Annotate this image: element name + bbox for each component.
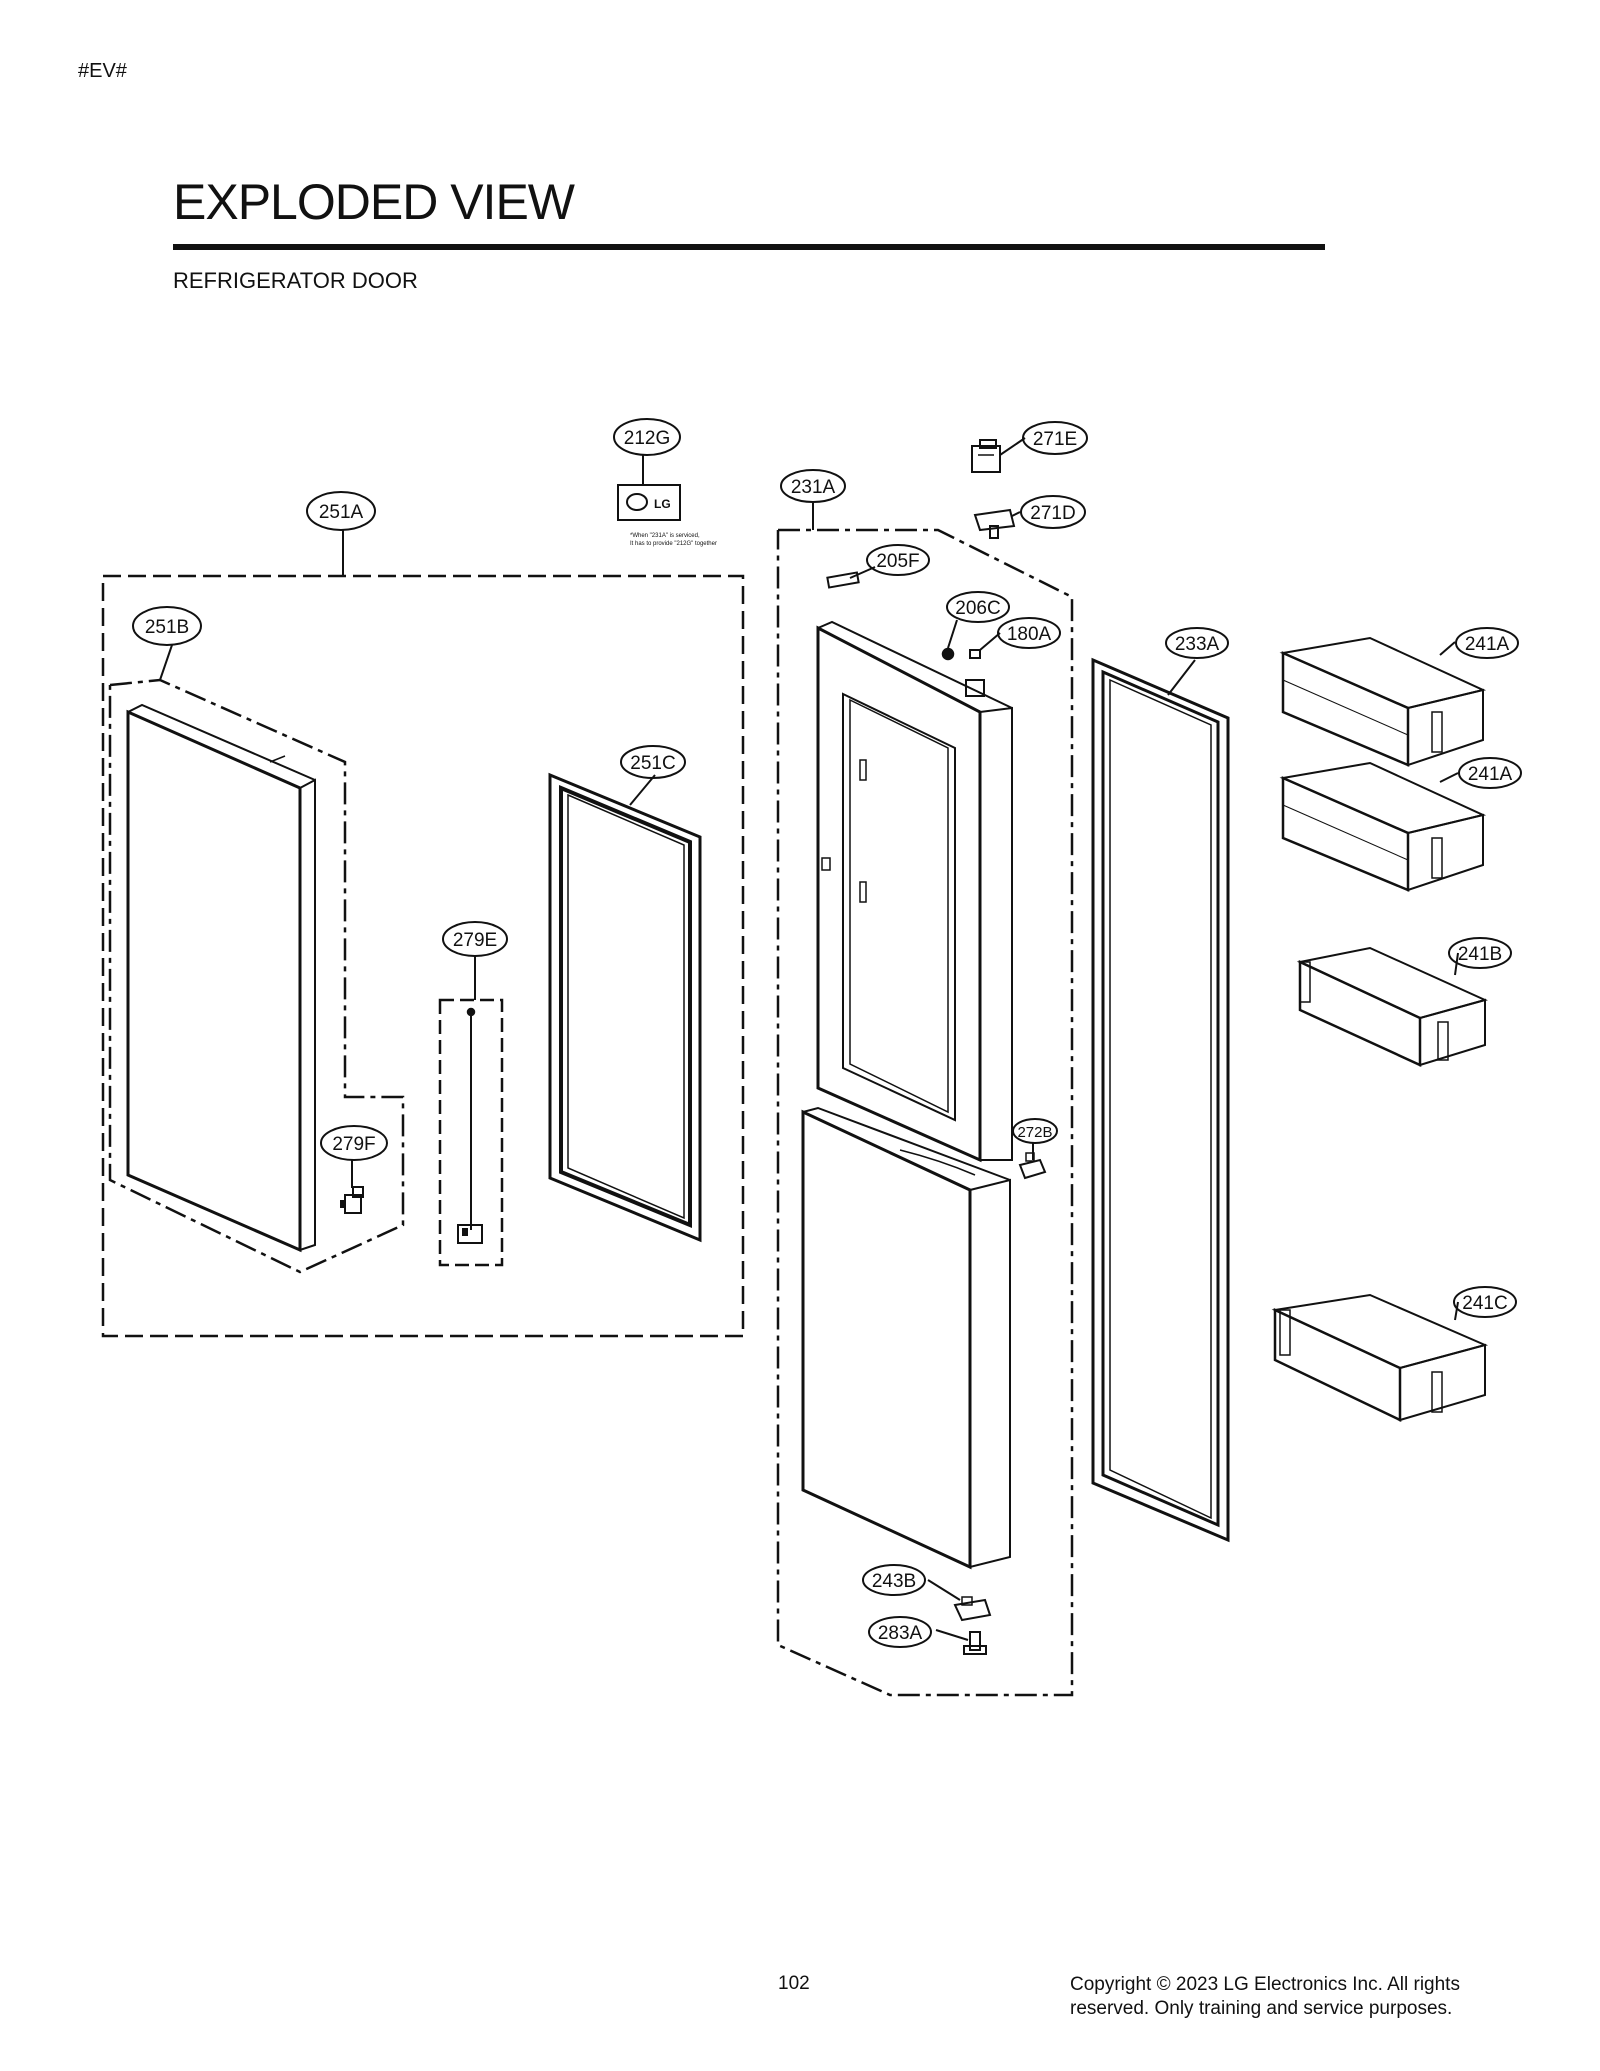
callout-180A: 180A [997, 617, 1061, 649]
callout-243B: 243B [862, 1564, 926, 1596]
callout-241C: 241C [1453, 1286, 1517, 1318]
callout-279F: 279F [320, 1125, 388, 1161]
door-frame-upper-231A [816, 620, 1013, 1163]
group-251B-boundary [108, 678, 405, 1274]
svg-text:241A: 241A [1465, 634, 1510, 655]
svg-text:251A: 251A [319, 502, 364, 523]
svg-text:233A: 233A [1175, 634, 1220, 655]
svg-text:212G: 212G [624, 428, 670, 449]
leader-lines [159, 437, 1459, 1641]
svg-text:241B: 241B [1458, 944, 1502, 965]
lg-logo-text: LG [654, 497, 671, 511]
service-note-line2: It has to provide "212G" together [630, 541, 717, 547]
callout-241A-upper: 241A [1455, 627, 1519, 659]
part-243B [953, 1596, 992, 1622]
callout-279E: 279E [442, 921, 508, 957]
svg-text:231A: 231A [791, 477, 836, 498]
svg-text:241C: 241C [1462, 1293, 1507, 1314]
callout-272B: 272B [1012, 1118, 1058, 1144]
callout-251A: 251A [306, 491, 376, 531]
service-note-line1: *When "231A" is serviced, [630, 533, 700, 539]
group-231A-boundary [776, 528, 1074, 1697]
part-271D [973, 508, 1016, 539]
page-subtitle: REFRIGERATOR DOOR [173, 268, 418, 293]
svg-text:243B: 243B [872, 1571, 916, 1592]
door-panel-251B [126, 703, 316, 1253]
group-279E-boundary [438, 998, 504, 1267]
callout-233A: 233A [1165, 627, 1229, 659]
logo-box-212G [617, 484, 681, 521]
callout-271E: 271E [1022, 421, 1088, 455]
svg-text:271D: 271D [1030, 503, 1075, 524]
part-206C [941, 647, 955, 661]
svg-text:279E: 279E [453, 930, 497, 951]
part-205F [826, 571, 860, 589]
part-279E-rod [457, 1007, 483, 1244]
svg-text:272B: 272B [1017, 1124, 1052, 1141]
svg-text:271E: 271E [1033, 429, 1077, 450]
svg-text:251C: 251C [630, 753, 675, 774]
lg-logo-icon [626, 493, 648, 511]
door-bin-241A-upper [1279, 636, 1487, 767]
part-180A [969, 649, 981, 659]
document-tag: #EV# [78, 60, 127, 82]
svg-text:251B: 251B [145, 617, 189, 638]
part-279F [340, 1186, 364, 1214]
door-bin-241A-lower [1279, 761, 1487, 892]
callout-251B: 251B [132, 606, 202, 646]
callout-283A: 283A [868, 1616, 932, 1648]
gasket-251C [548, 772, 702, 1243]
group-251A-boundary [101, 574, 745, 1338]
door-panel-lower-231A [801, 1106, 1011, 1570]
part-271E [971, 439, 1001, 473]
callout-231A: 231A [780, 469, 846, 503]
part-283A [963, 1631, 987, 1655]
svg-text:206C: 206C [955, 598, 1000, 619]
callout-271D: 271D [1020, 495, 1086, 529]
callout-205F: 205F [866, 544, 930, 576]
callout-212G: 212G [613, 418, 681, 456]
page-number: 102 [778, 1973, 810, 1994]
door-bin-241C [1271, 1293, 1489, 1422]
door-bin-241B [1296, 946, 1488, 1067]
copyright-notice: Copyright © 2023 LG Electronics Inc. All… [1070, 1973, 1460, 2021]
svg-text:241A: 241A [1468, 764, 1513, 785]
svg-text:180A: 180A [1007, 624, 1052, 645]
title-rule [173, 244, 1325, 250]
svg-text:205F: 205F [876, 551, 919, 572]
callout-241A-lower: 241A [1458, 757, 1522, 789]
copyright-line-1: Copyright © 2023 LG Electronics Inc. All… [1070, 1974, 1460, 1995]
svg-text:279F: 279F [332, 1134, 375, 1155]
callout-241B: 241B [1448, 937, 1512, 969]
gasket-233A [1091, 657, 1230, 1543]
callout-251C: 251C [620, 745, 686, 779]
copyright-line-2: reserved. Only training and service purp… [1070, 1998, 1453, 2019]
callout-206C: 206C [946, 591, 1010, 623]
svg-text:283A: 283A [878, 1623, 923, 1644]
page-title: EXPLODED VIEW [173, 174, 575, 230]
